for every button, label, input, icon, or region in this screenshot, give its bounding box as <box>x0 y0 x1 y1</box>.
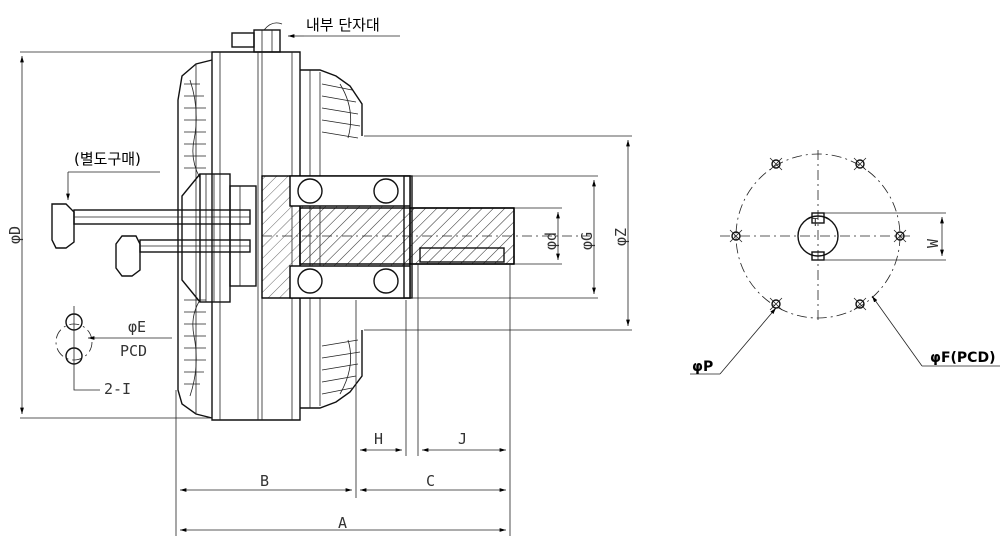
label-dia-f-pcd: φF(PCD) <box>930 350 995 366</box>
fan-blades-left <box>184 79 206 397</box>
label-dim-a: A <box>338 514 347 532</box>
label-dia-z: φZ <box>612 228 630 246</box>
label-dim-t: T <box>812 216 819 229</box>
label-dia-small-d: φd <box>542 232 560 250</box>
dim-d <box>20 51 212 419</box>
front-view: W T φP φF(PCD) <box>690 150 1000 375</box>
side-view: 내부 단자대 (별도구매) φE PCD 2-I φD φd φG φZ H J… <box>6 16 632 536</box>
fan-blades-right <box>321 83 361 395</box>
label-internal-terminal: 내부 단자대 <box>306 16 380 34</box>
label-dia-e: φE <box>128 318 146 336</box>
dim-bottom <box>175 264 511 536</box>
label-dia-p: φP <box>692 359 713 375</box>
mounting-holes-symbol <box>55 306 172 391</box>
label-dia-d: φD <box>6 226 24 244</box>
leader-sold-separately <box>66 171 160 200</box>
connector-cable <box>51 203 251 277</box>
shaft-bore <box>797 215 839 257</box>
label-dim-h: H <box>374 430 383 448</box>
dim-right <box>364 135 632 331</box>
label-dim-b: B <box>260 472 269 490</box>
terminal-gland <box>231 22 283 53</box>
label-dim-w: W <box>924 238 942 248</box>
label-dim-c: C <box>426 472 435 490</box>
label-dia-g: φG <box>578 232 596 250</box>
label-2-i: 2-I <box>104 380 131 398</box>
label-dim-j: J <box>458 430 467 448</box>
label-sold-separately: (별도구매) <box>74 150 141 168</box>
bearings <box>289 175 413 299</box>
label-pcd: PCD <box>120 342 147 360</box>
armature <box>181 173 257 303</box>
